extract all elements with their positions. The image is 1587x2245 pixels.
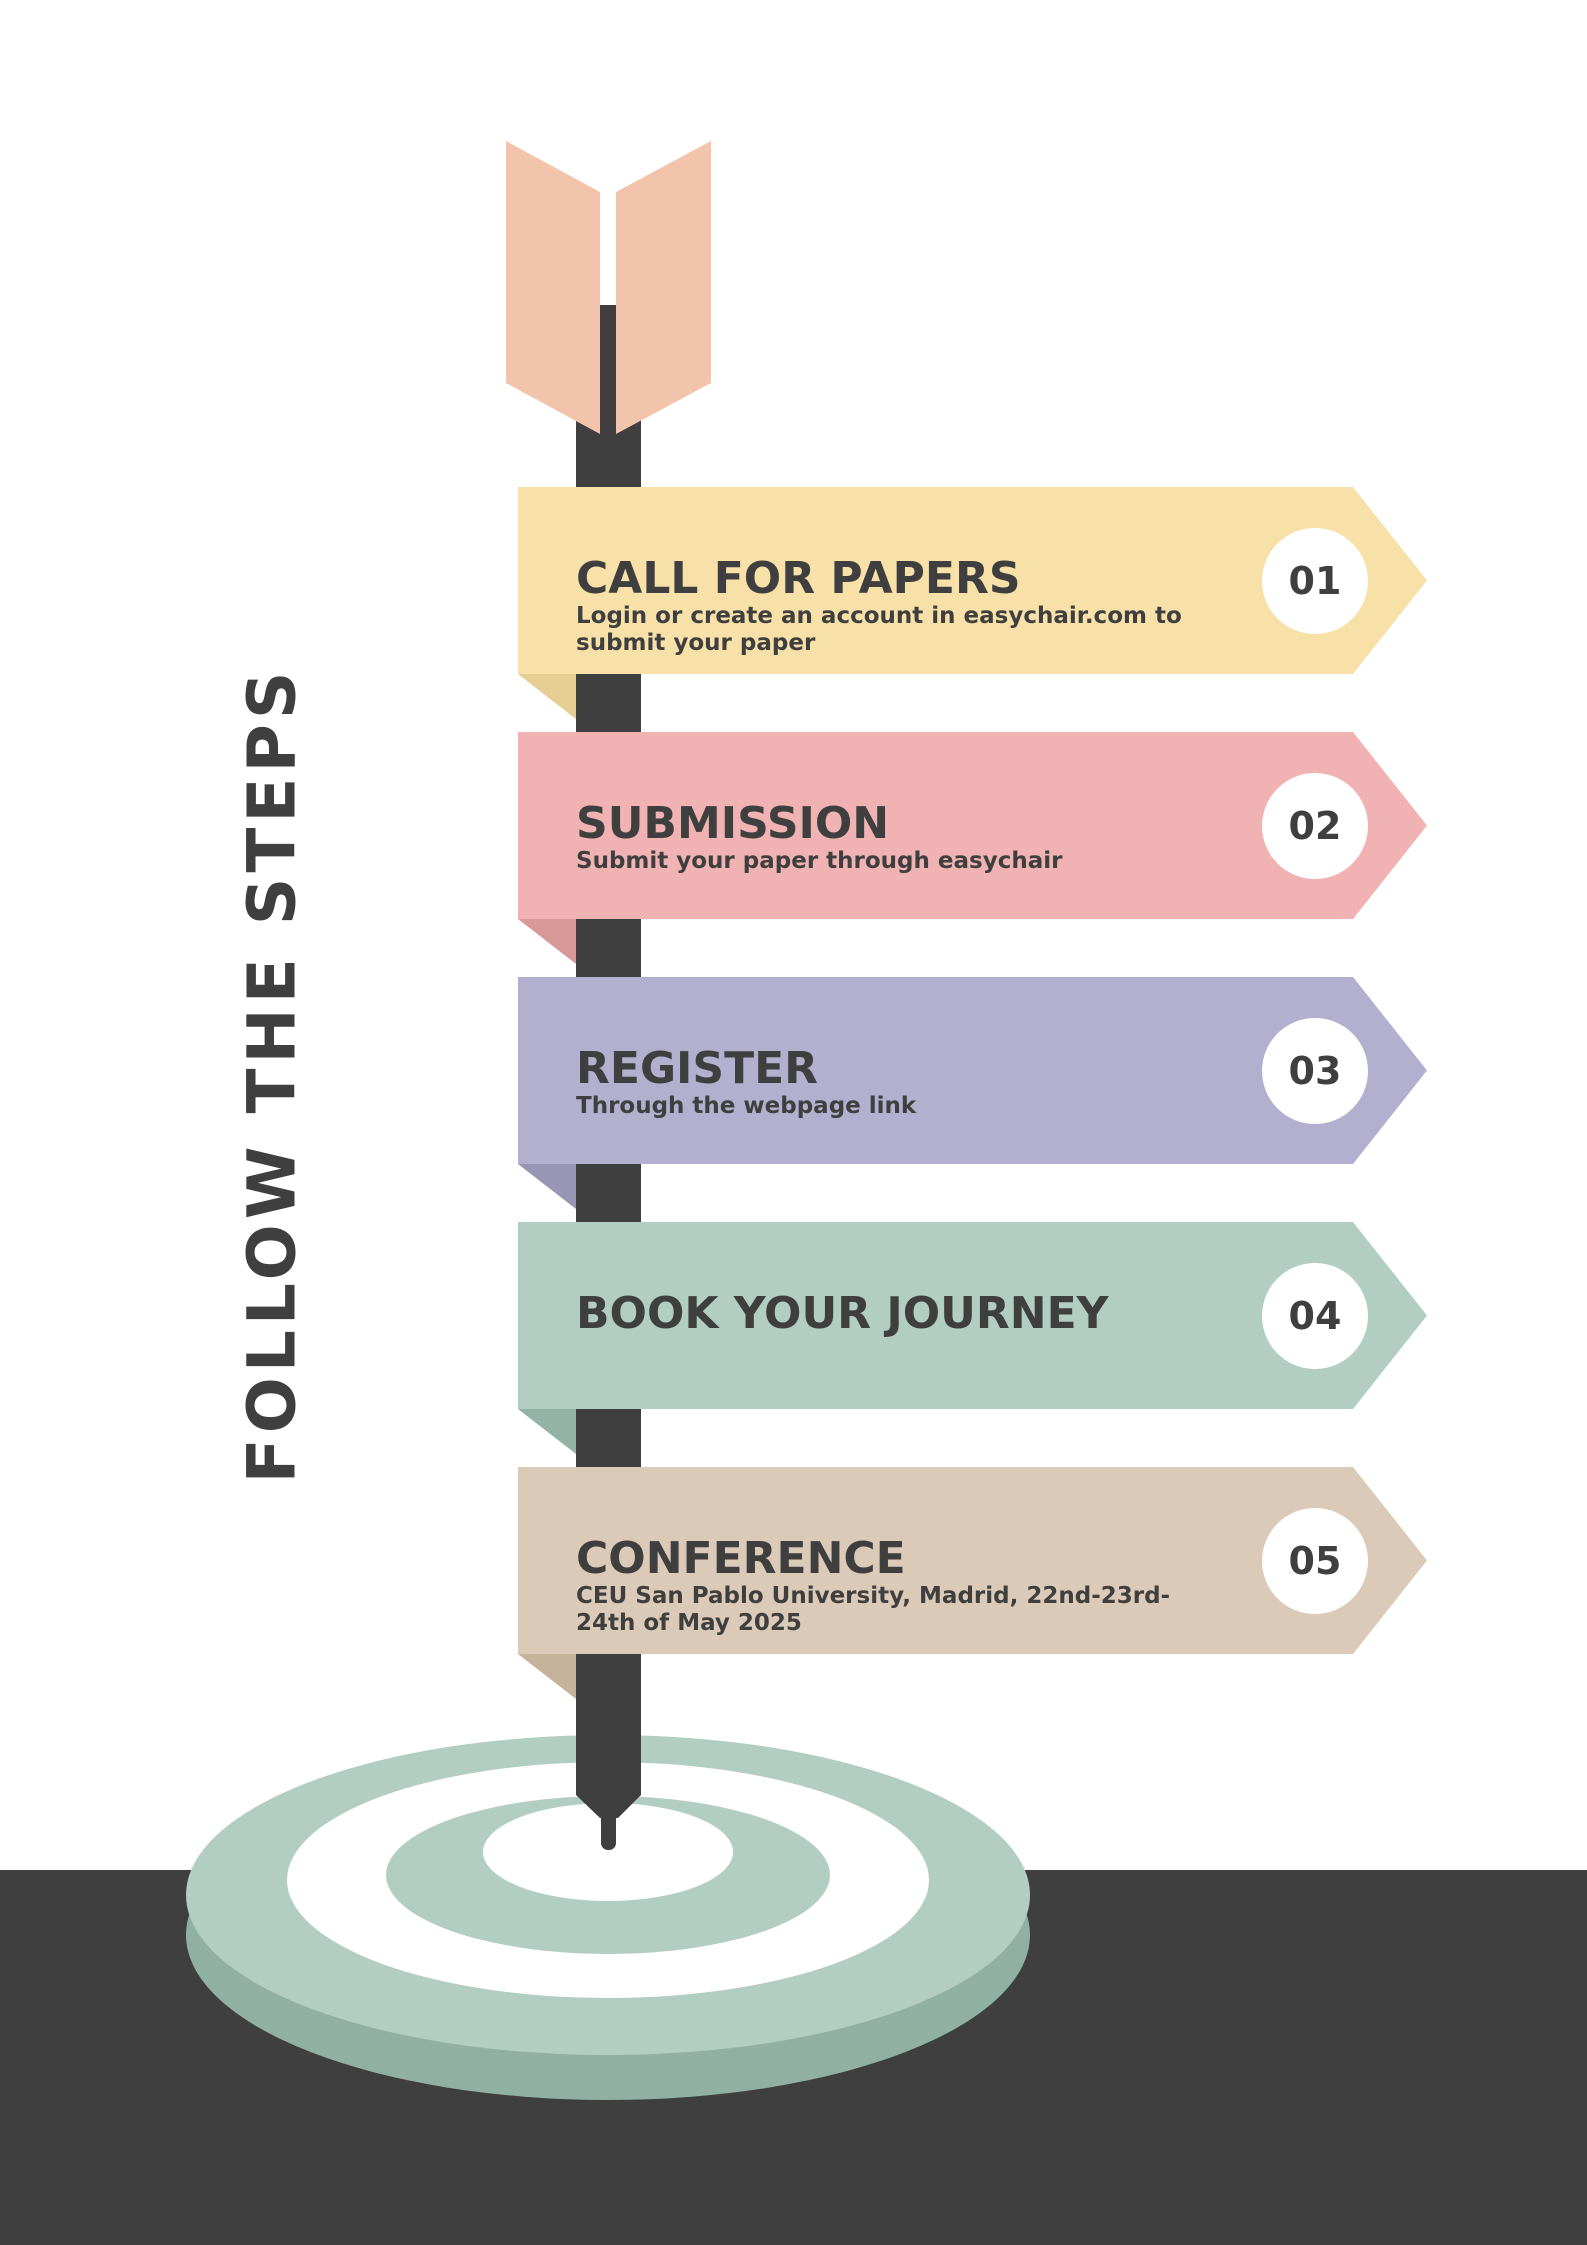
banner-03: [518, 977, 1427, 1164]
arrow-tip: [576, 1780, 641, 1818]
target-board: [186, 1735, 1030, 2100]
banner-05: [518, 1467, 1427, 1654]
step-description: Submit your paper through easychair: [576, 848, 1063, 874]
step-number-badge: 04: [1262, 1262, 1368, 1369]
fletching-right: [616, 141, 711, 434]
step-text-04: BOOK YOUR JOURNEY: [576, 1287, 1196, 1339]
banner-04: [518, 1222, 1427, 1409]
step-title: CALL FOR PAPERS: [576, 553, 1021, 604]
banner-fold-05: [518, 1654, 576, 1699]
arrow-point: [601, 1810, 616, 1850]
banner-fold-02: [518, 919, 576, 964]
banner-fold-04: [518, 1409, 576, 1454]
step-number-badge: 02: [1262, 772, 1368, 879]
step-number-badge: 01: [1262, 527, 1368, 634]
step-description: CEU San Pablo University, Madrid, 22nd-2…: [576, 1583, 1171, 1636]
banner-fold-03: [518, 1164, 576, 1209]
step-banners: [518, 487, 1427, 1699]
banner-fold-01: [518, 674, 576, 719]
step-description: Login or create an account in easychair.…: [576, 603, 1182, 656]
target-bullseye: [483, 1803, 733, 1901]
follow-the-steps-heading: FOLLOW THE STEPS: [233, 666, 311, 1484]
step-title: CONFERENCE: [576, 1533, 906, 1584]
step-title: BOOK YOUR JOURNEY: [576, 1287, 1109, 1339]
step-description: Through the webpage link: [576, 1093, 917, 1119]
banner-01: [518, 487, 1427, 674]
step-title: REGISTER: [576, 1043, 819, 1094]
fletching-left: [506, 141, 600, 434]
banner-02: [518, 732, 1427, 919]
step-number-badge: 05: [1262, 1507, 1368, 1614]
step-number-badge: 03: [1262, 1017, 1368, 1124]
step-title: SUBMISSION: [576, 798, 890, 849]
arrow-nock: [600, 306, 616, 436]
